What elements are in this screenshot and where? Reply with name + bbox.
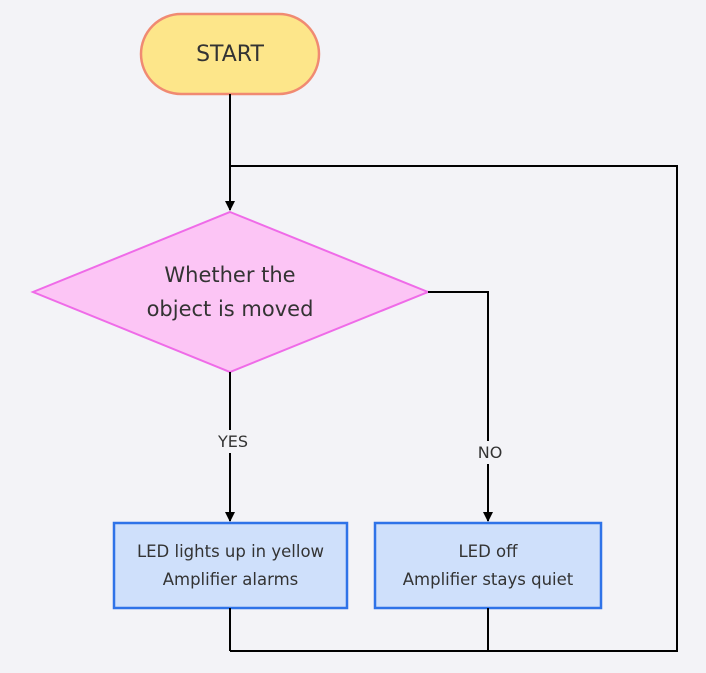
process-no-line-2: Amplifier stays quiet xyxy=(402,569,574,589)
edge-no xyxy=(428,291,493,522)
process-no-label: LED off Amplifier stays quiet xyxy=(375,523,601,608)
start-label-text: START xyxy=(196,41,264,67)
no-edge-label: NO xyxy=(469,441,511,464)
start-label: START xyxy=(141,14,319,94)
process-box-yes xyxy=(112,521,349,610)
process-yes-line-1: LED lights up in yellow xyxy=(136,541,325,561)
decision-label: Whether the object is moved xyxy=(105,250,355,334)
process-yes-label: LED lights up in yellow Amplifier alarms xyxy=(114,523,347,608)
process-no-line-1: LED off xyxy=(458,541,518,561)
decision-label-line-2: object is moved xyxy=(146,297,314,321)
yes-edge-label: YES xyxy=(209,430,257,453)
process-yes-line-2: Amplifier alarms xyxy=(162,569,299,589)
decision-label-line-1: Whether the xyxy=(164,263,296,287)
edge-loop-back xyxy=(230,165,678,652)
